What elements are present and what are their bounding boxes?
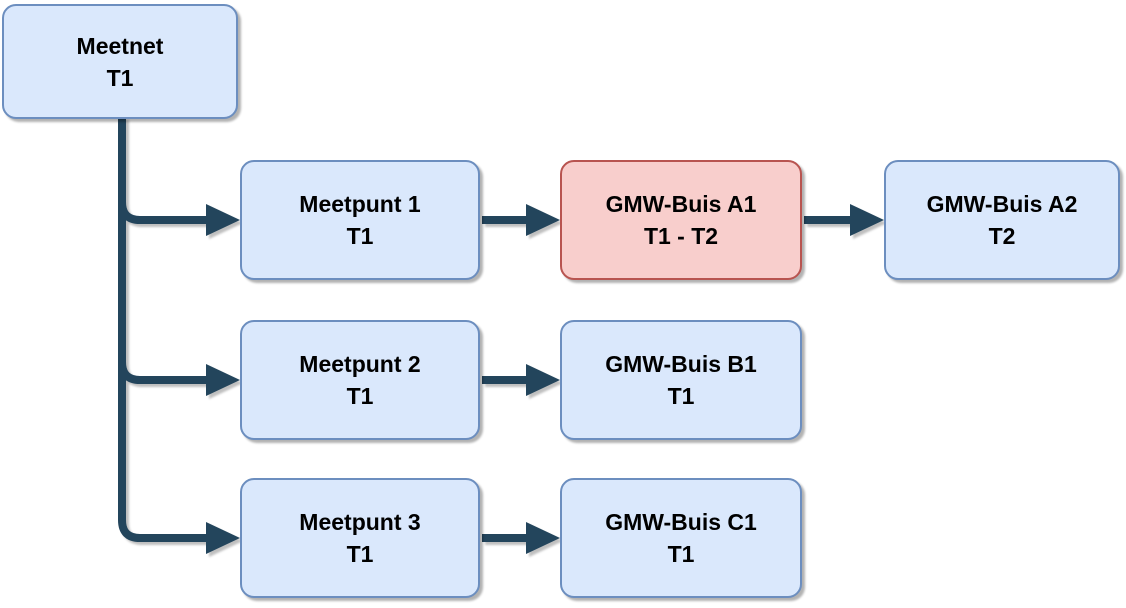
node-period: T1	[346, 383, 374, 409]
node-period: T1 - T2	[643, 223, 719, 249]
node-meetpunt-2: Meetpunt 2 T1	[240, 320, 480, 440]
arrowhead-gmw-buis-a1-gmw-buis-a2	[850, 204, 884, 236]
node-period: T1	[346, 541, 374, 567]
edge-meetnet-meetpunt-1	[118, 117, 207, 224]
node-title: GMW-Buis A1	[605, 191, 757, 217]
arrowhead-meetnet-meetpunt-2	[206, 364, 240, 396]
node-title: Meetpunt 3	[299, 509, 421, 535]
node-meetpunt-1: Meetpunt 1 T1	[240, 160, 480, 280]
node-gmw-buis-c1: GMW-Buis C1 T1	[560, 478, 802, 598]
arrowhead-meetnet-meetpunt-1	[206, 204, 240, 236]
edge-meetnet-meetpunt-3	[118, 117, 207, 542]
node-period: T1	[667, 541, 695, 567]
node-period: T1	[106, 64, 134, 91]
node-gmw-buis-b1: GMW-Buis B1 T1	[560, 320, 802, 440]
arrowhead-meetpunt-3-gmw-buis-c1	[526, 522, 560, 554]
edge-meetnet-meetpunt-2	[118, 117, 207, 384]
node-title: Meetpunt 1	[299, 191, 421, 217]
node-title: Meetnet	[76, 32, 164, 59]
arrowhead-meetnet-meetpunt-3	[206, 522, 240, 554]
node-title: Meetpunt 2	[299, 351, 421, 377]
node-title: GMW-Buis A2	[926, 191, 1078, 217]
arrowhead-meetpunt-1-gmw-buis-a1	[526, 204, 560, 236]
node-title: GMW-Buis C1	[605, 509, 757, 535]
node-meetpunt-3: Meetpunt 3 T1	[240, 478, 480, 598]
node-title: GMW-Buis B1	[605, 351, 757, 377]
node-gmw-buis-a2: GMW-Buis A2 T2	[884, 160, 1120, 280]
node-period: T1	[667, 383, 695, 409]
node-meetnet: Meetnet T1	[2, 4, 238, 119]
node-period: T2	[988, 223, 1016, 249]
arrowhead-meetpunt-2-gmw-buis-b1	[526, 364, 560, 396]
node-gmw-buis-a1: GMW-Buis A1 T1 - T2	[560, 160, 802, 280]
node-period: T1	[346, 223, 374, 249]
